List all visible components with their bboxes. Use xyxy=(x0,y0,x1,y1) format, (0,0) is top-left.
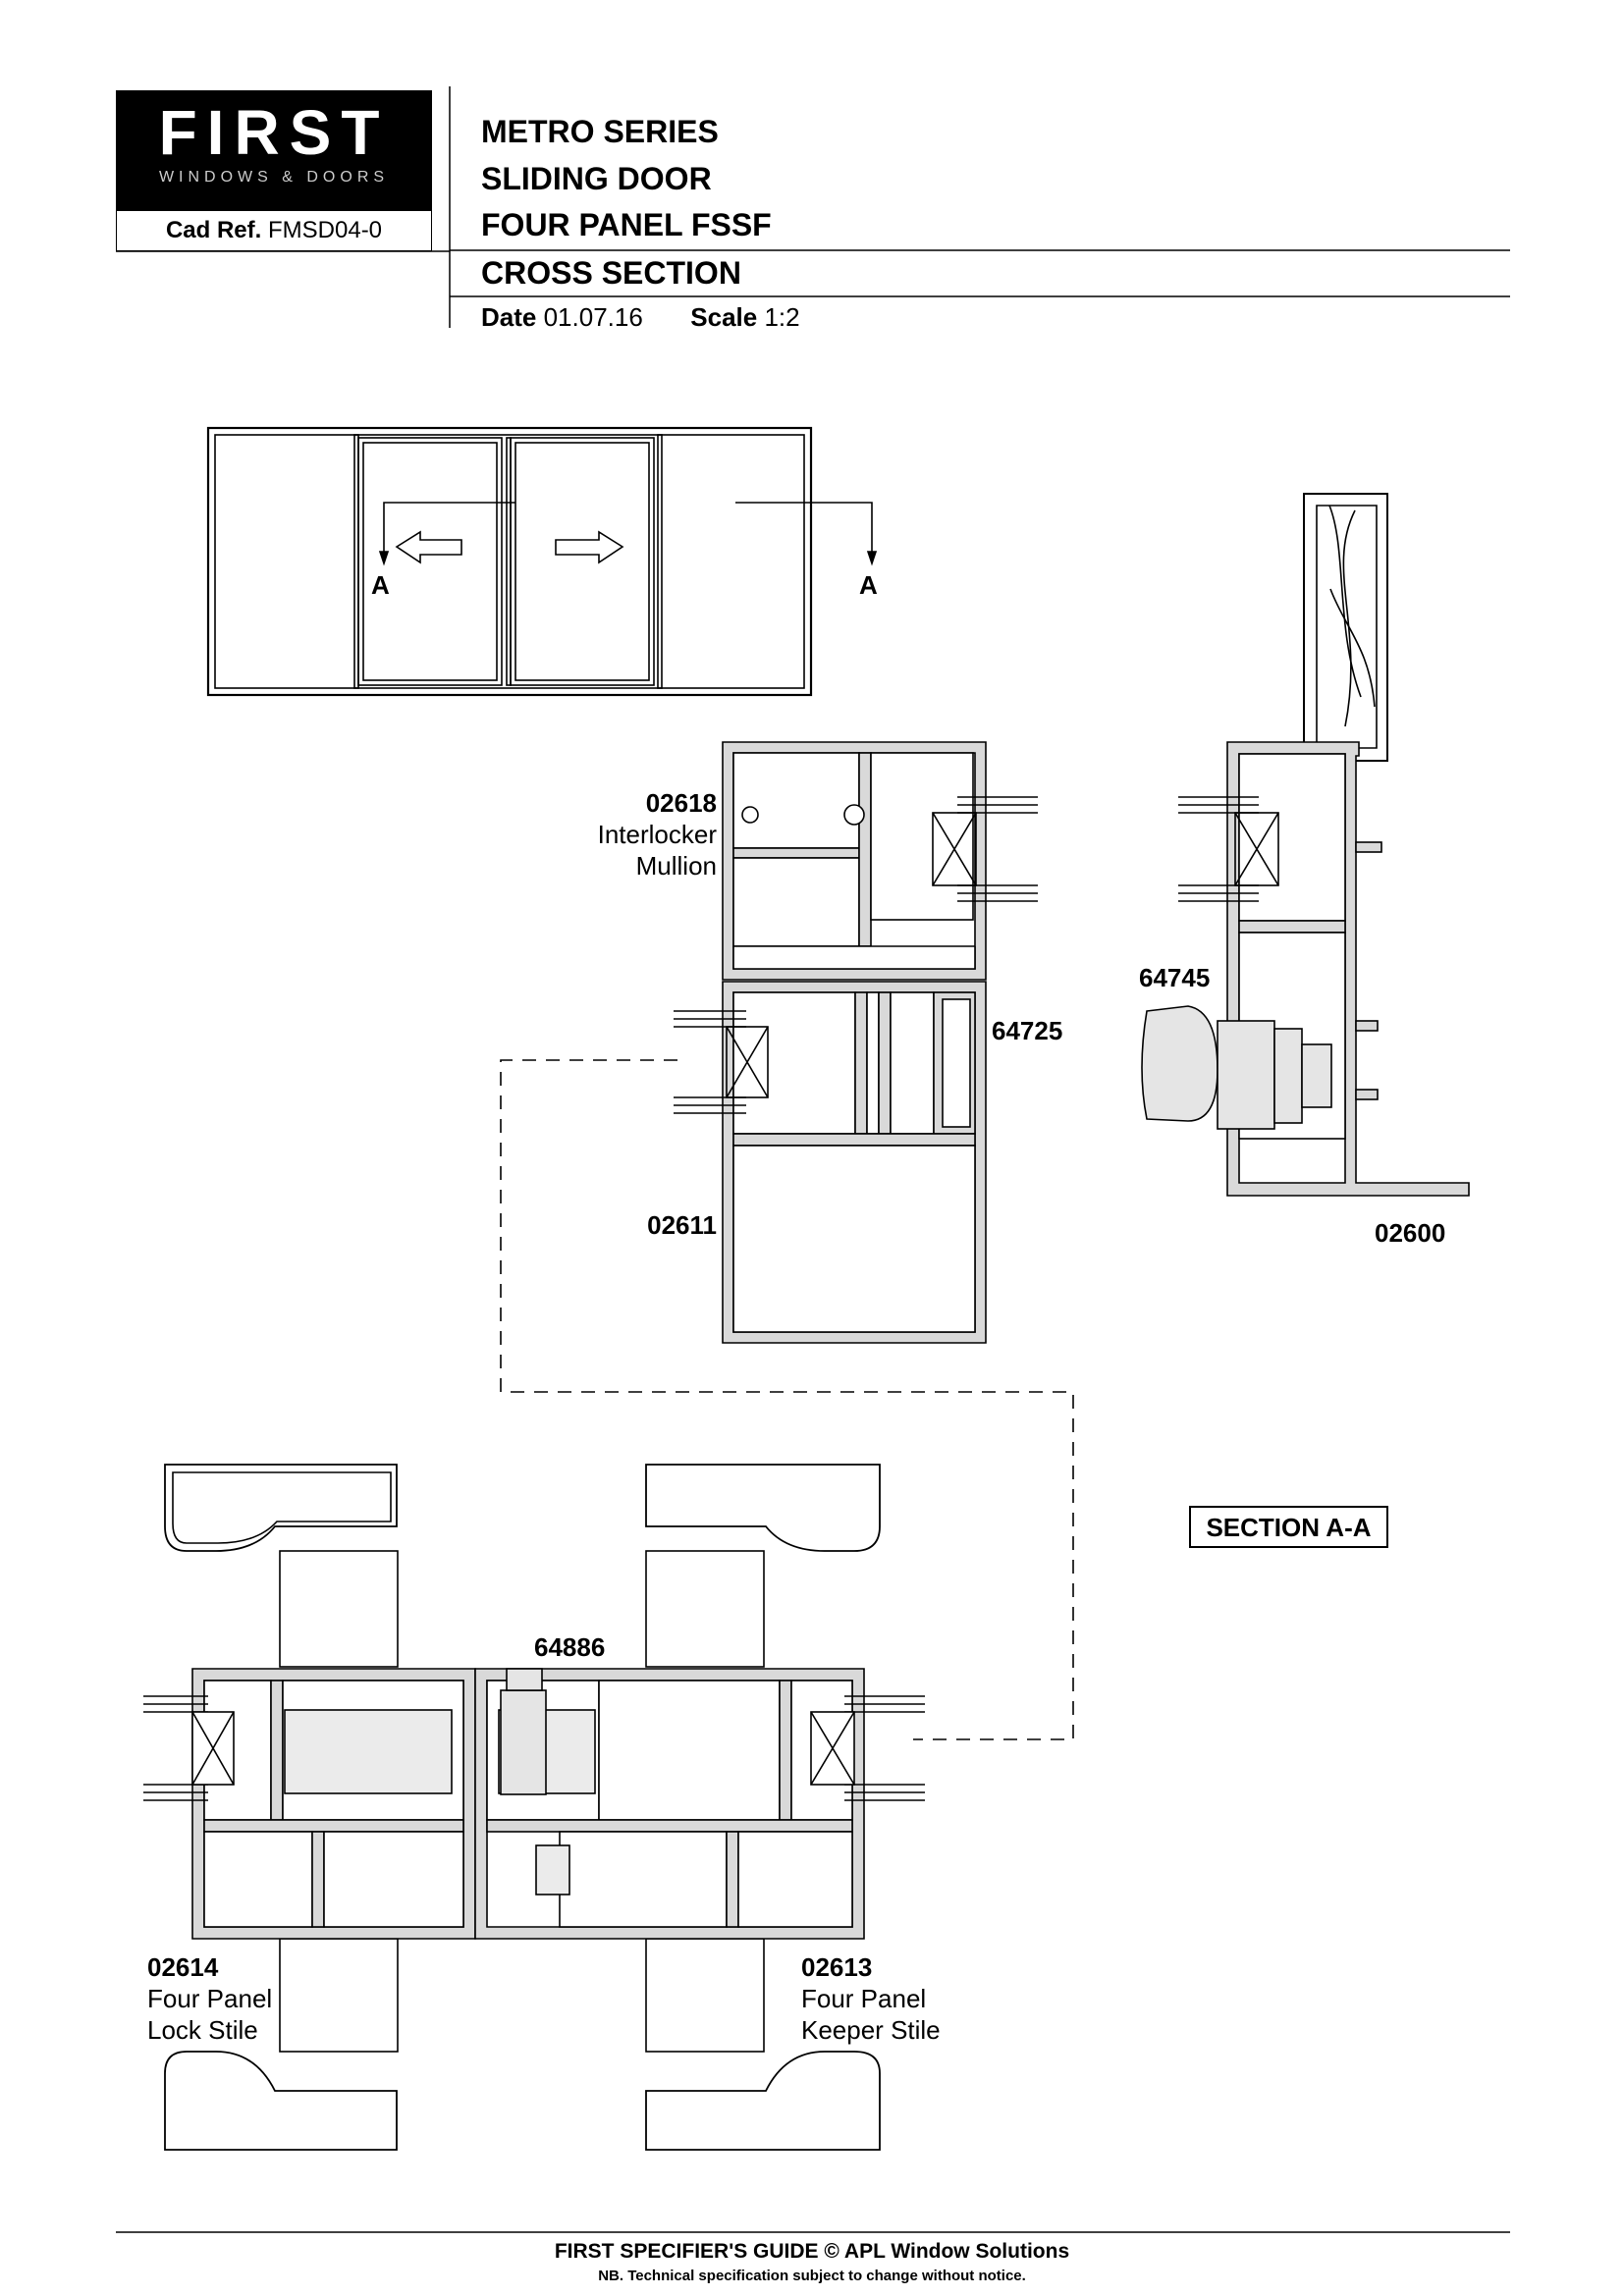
label-lock-stile: Lock Stile xyxy=(147,2015,258,2045)
title-series: METRO SERIES xyxy=(481,114,719,149)
label-64745: 64745 xyxy=(1139,963,1211,992)
glazing-unit-left-section xyxy=(143,1695,235,1801)
label-02614: 02614 xyxy=(147,1952,219,1982)
cad-ref-label: Cad Ref. xyxy=(165,217,262,243)
door-elevation xyxy=(206,426,878,697)
date-value: 01.07.16 xyxy=(543,302,643,332)
footer-disclaimer: NB. Technical specification subject to c… xyxy=(598,2268,1026,2284)
door-handle-assembly xyxy=(1141,1005,1332,1130)
glazing-unit-upper xyxy=(932,796,1038,902)
glazing-unit-right xyxy=(1178,796,1279,902)
label-02600: 02600 xyxy=(1375,1218,1446,1248)
handle-lock-stile-left xyxy=(164,1464,399,2151)
slide-left-arrow-icon xyxy=(395,530,462,564)
section-marker-left: A xyxy=(371,570,390,600)
label-64886: 64886 xyxy=(534,1632,606,1662)
label-02618: 02618 xyxy=(645,788,717,818)
section-marker-right: A xyxy=(859,570,878,600)
handle-keeper-stile-right xyxy=(645,1464,881,2151)
title-view: CROSS SECTION xyxy=(481,255,741,291)
label-02611: 02611 xyxy=(647,1210,717,1240)
scale-value: 1:2 xyxy=(764,302,800,332)
footer-guide-title: FIRST SPECIFIER'S GUIDE © APL Window Sol… xyxy=(554,2240,1070,2263)
title-config: FOUR PANEL FSSF xyxy=(481,207,772,242)
lock-stile-profile-02614 xyxy=(191,1668,476,1940)
scale-label: Scale xyxy=(690,302,758,332)
glazing-unit-mid xyxy=(674,1010,769,1114)
logo-wordmark: FIRST xyxy=(158,97,390,168)
label-keeper-four-panel: Four Panel xyxy=(801,1984,927,2013)
label-02613: 02613 xyxy=(801,1952,873,1982)
sash-profile-02611 xyxy=(722,981,987,1344)
logo-tagline: WINDOWS & DOORS xyxy=(158,169,390,186)
label-mullion: Mullion xyxy=(635,851,717,881)
title-product: SLIDING DOOR xyxy=(481,161,712,196)
brand-logo: FIRST WINDOWS & DOORS xyxy=(116,90,432,210)
label-interlocker: Interlocker xyxy=(597,820,717,849)
drawing-meta: Date 01.07.16 Scale 1:2 xyxy=(481,300,800,334)
slide-right-arrow-icon xyxy=(555,530,624,564)
glazing-unit-right-section xyxy=(810,1695,925,1801)
interlocker-mullion-profile xyxy=(722,741,987,981)
section-a-a-label: SECTION A-A xyxy=(1189,1506,1388,1548)
label-keeper-stile: Keeper Stile xyxy=(801,2015,941,2045)
lock-body-64886 xyxy=(500,1668,547,1795)
label-64725: 64725 xyxy=(992,1016,1063,1045)
label-lock-four-panel: Four Panel xyxy=(147,1984,273,2013)
cad-ref-value: FMSD04-0 xyxy=(268,217,383,243)
section-reference-line xyxy=(500,1059,1074,1740)
date-label: Date xyxy=(481,302,537,332)
